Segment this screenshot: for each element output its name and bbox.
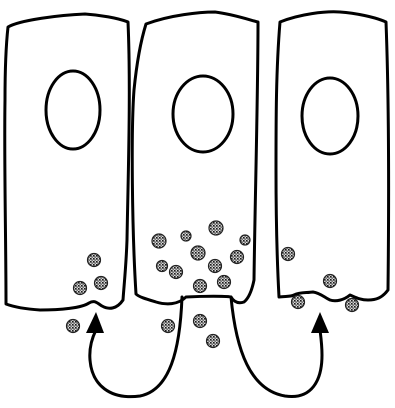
granule: [74, 282, 87, 295]
center-cell: [132, 12, 258, 304]
granule: [231, 251, 244, 264]
granule: [191, 246, 205, 260]
granule: [240, 235, 250, 245]
granule: [194, 280, 207, 293]
arrows: [86, 297, 329, 397]
center-cell-nucleus: [173, 76, 233, 152]
right-cell-granules: [282, 248, 359, 312]
left-cell-membrane: [5, 14, 130, 310]
left-cell: [5, 14, 130, 310]
arrow-to-right-cell-shaft: [231, 297, 322, 397]
left-cell-granules: [74, 254, 108, 295]
granule: [218, 276, 231, 289]
right-cell-nucleus: [302, 78, 358, 154]
granule: [207, 335, 220, 348]
granule: [346, 299, 359, 312]
left-cell-nucleus: [46, 71, 100, 149]
granule: [324, 275, 337, 288]
granule: [152, 234, 166, 248]
granule: [292, 296, 305, 309]
granule: [95, 277, 108, 290]
right-cell: [276, 12, 389, 312]
granule: [162, 320, 175, 333]
granule: [157, 261, 168, 272]
granule: [67, 320, 80, 333]
granule: [209, 260, 222, 273]
granule: [194, 315, 207, 328]
granule: [282, 248, 295, 261]
granule: [170, 266, 183, 279]
arrow-to-left-cell-head: [86, 312, 104, 333]
arrow-to-left-cell-shaft: [90, 297, 182, 397]
center-cell-granules: [152, 221, 250, 293]
arrow-to-right-cell-head: [311, 312, 329, 333]
granule: [209, 221, 223, 235]
granule: [181, 231, 191, 241]
granule: [88, 254, 101, 267]
